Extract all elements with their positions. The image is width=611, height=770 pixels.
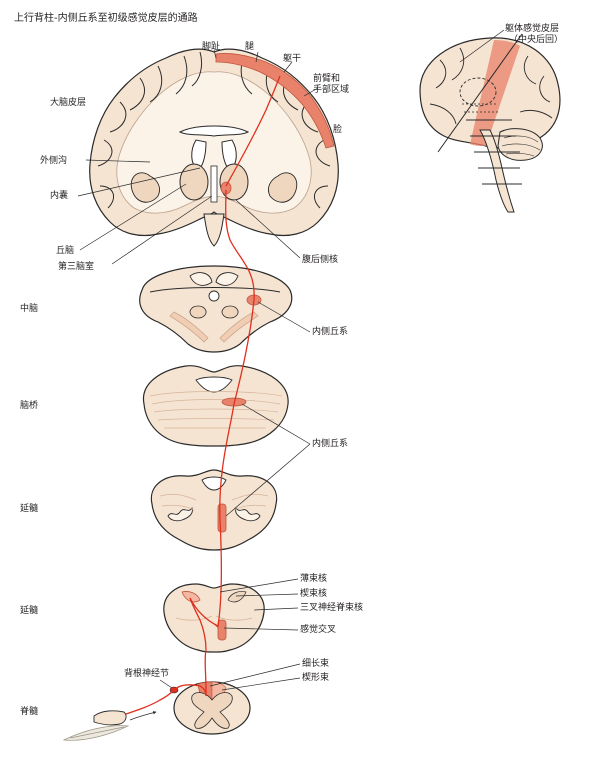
upper-medulla-fibers [159,494,269,511]
section-levels [466,119,522,185]
dorsal-column-nuclei-right [227,591,247,603]
superior-colliculi [189,272,239,286]
dorsal-column-medial-lemniscus-pathway [125,75,281,715]
label-third-ventricle: 第三脑室 [58,262,95,272]
label-cuneate-nucleus: 楔束核 [300,589,328,599]
upper-medulla-outline [150,469,278,551]
label-somatosensory-cortex-1: 躯体感觉皮层 [505,24,560,34]
cerebellum-folia [501,135,541,157]
label-fasciculus-cuneatus: 楔形束 [302,673,330,683]
dorsal-column-nuclei [181,591,201,603]
label-medial-lemniscus-1: 内侧丘系 [312,327,349,337]
section-label-midbrain: 中脑 [20,304,39,314]
pons-section [142,365,289,447]
section-label-medulla-upper: 延髓 [20,504,39,514]
label-internal-capsule: 内囊 [50,191,69,201]
label-cortex: 大脑皮层 [50,98,87,108]
gyri-right [240,55,331,209]
label-toes: 脚趾 [202,42,221,52]
label-sensory-decussation: 感觉交叉 [300,625,337,635]
cut-line-oblique [437,33,523,153]
thalamus-projection [459,77,497,107]
label-thalamus: 丘脑 [56,246,75,256]
lower-medulla-section [163,583,265,653]
label-gracile-nucleus: 薄束核 [300,574,328,584]
red-nuclei [189,305,239,319]
substantia-nigra [169,311,259,343]
label-fasciculus-gracilis: 细长束 [302,659,330,669]
basal-ganglia-right [267,172,298,203]
feather [62,725,130,741]
somatosensory-cortex-strip [215,53,335,149]
label-lateral-sulcus: 外侧沟 [40,156,68,166]
leader-lines [77,29,505,721]
basal-ganglia-left [130,172,161,203]
pontine-fibers [149,391,283,429]
lower-medulla-outline [163,583,265,653]
label-face: 脸 [333,125,343,135]
section-label-spinal-cord: 脊髓 [20,707,39,717]
finger-skin [93,710,127,726]
section-label-pons: 脑桥 [20,401,39,411]
midbrain-outline [139,265,293,353]
inferior-olive-right [235,506,261,522]
lateral-gyri [429,47,553,125]
lower-medulla-lemniscus-highlight [217,619,227,641]
label-leg: 腿 [245,42,255,52]
label-somatosensory-cortex-2: （中央后回） [509,35,564,45]
midbrain-section [139,265,293,353]
corpus-callosum [178,125,250,137]
coronal-brain-section [89,48,339,247]
cerebral-aqueduct [208,290,220,302]
third-ventricle-shape [210,165,218,203]
diagram-title: 上行背柱-内侧丘系至初级感觉皮层的通路 [14,13,198,24]
label-trunk: 躯干 [283,54,302,64]
fourth-ventricle [195,376,233,393]
lower-medulla-gray [175,615,253,621]
label-dorsal-root-ganglion: 背根神经节 [124,669,170,679]
gyri-left [97,51,203,209]
lateral-brain-view [419,33,561,213]
label-vpl-nucleus: 腹后侧核 [302,255,339,265]
label-medial-lemniscus-2: 内侧丘系 [312,439,349,449]
label-forearm-hand-1: 前臂和 [313,74,341,84]
dashed-brainstem-guides [462,103,500,113]
cerebellum [497,128,543,161]
spinal-cord-section [62,681,251,741]
thalamus-left [179,163,209,201]
pons-outline [142,365,289,447]
inferior-olive-left [167,506,193,522]
label-spinal-trigeminal-nucleus: 三叉神经脊束核 [300,603,364,613]
gray-matter-butterfly [191,692,233,729]
brainstem-stub [203,213,225,247]
upper-medulla-section [150,469,278,551]
label-forearm-hand-2: 手部区域 [313,85,350,95]
lateral-brainstem [479,129,515,213]
midbrain-inner-line [149,287,281,293]
section-label-medulla-lower: 延髓 [20,606,39,616]
